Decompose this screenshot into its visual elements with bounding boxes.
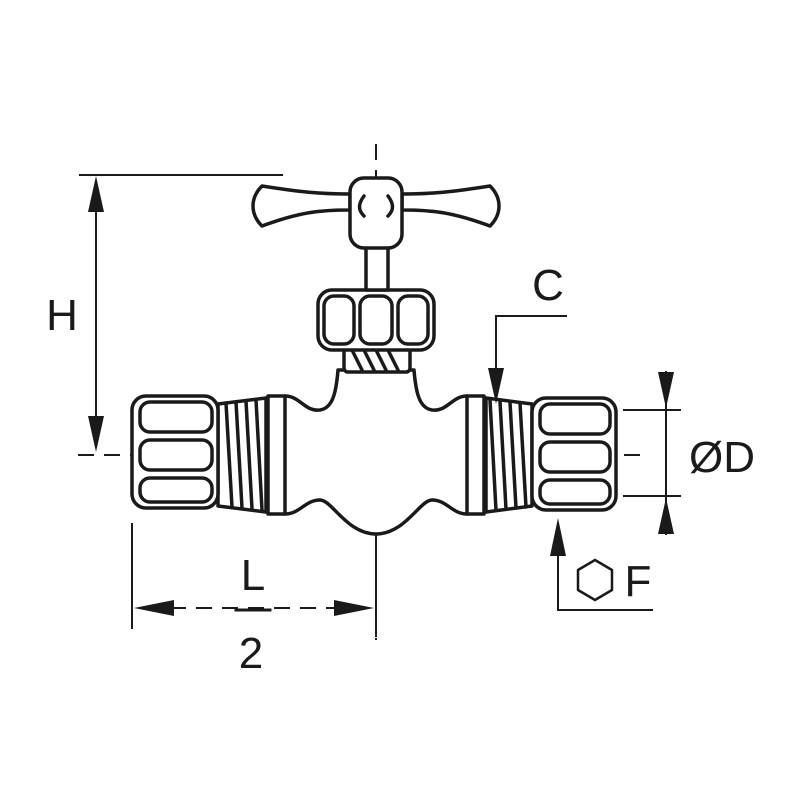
dimension-c-label: C [532,261,564,310]
hex-icon [576,558,614,602]
t-handle [251,176,501,250]
dimension-d [623,371,681,535]
dimension-f [550,518,653,611]
stem [364,244,390,292]
dimension-2-label: 2 [239,629,263,678]
dimension-h [79,174,283,452]
dimension-l-label: L [241,551,265,600]
dimension-f-label: F [625,557,652,606]
valve-body [266,368,486,536]
dimension-l2 [131,523,377,637]
right-nut [530,396,618,512]
dimension-d-label: ØD [689,433,755,482]
dimension-c [488,315,567,404]
left-thread [216,396,268,514]
packing-nut [316,288,436,352]
left-nut [130,394,220,510]
dimension-h-label: H [46,291,78,340]
right-thread [484,396,534,514]
